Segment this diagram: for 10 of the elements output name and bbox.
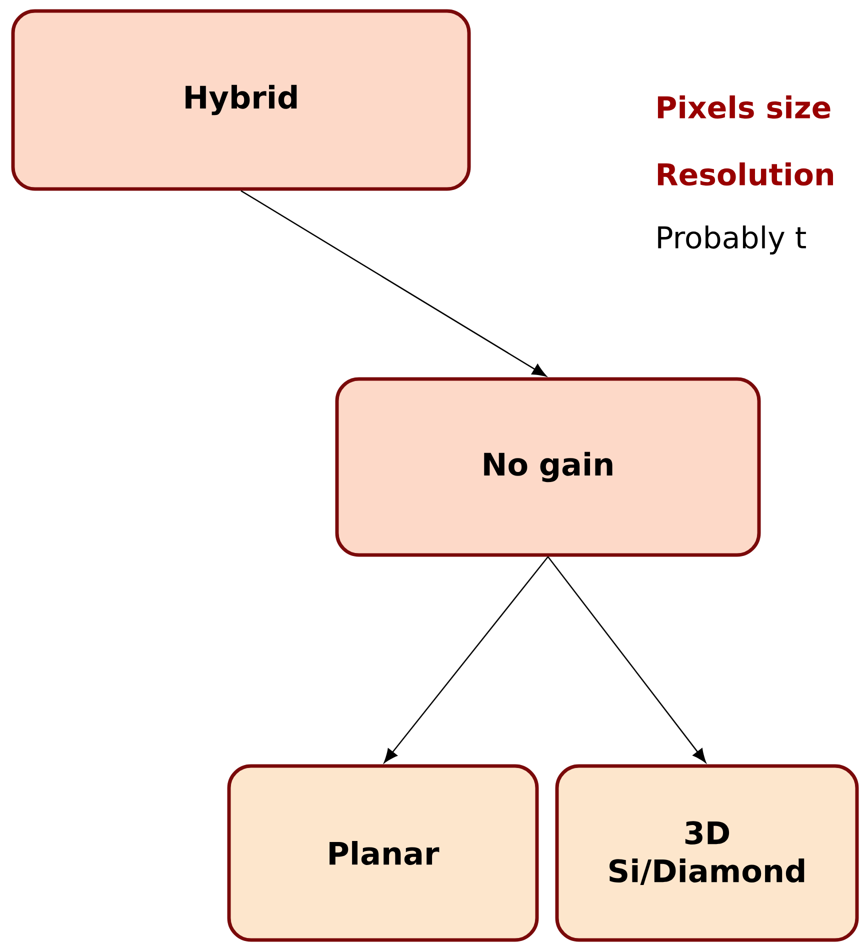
process-box: Hybrid xyxy=(11,9,471,191)
process-box: No gain xyxy=(335,377,761,557)
arrow xyxy=(240,190,547,377)
process-box: Planar xyxy=(227,764,539,942)
note-text: Pixels size xyxy=(658,95,830,119)
process-box: 3D Si/Diamond xyxy=(555,764,859,942)
arrow xyxy=(384,556,548,763)
arrow xyxy=(547,556,706,763)
note-text: Resolution xyxy=(658,162,833,186)
note-text: Probably t xyxy=(658,226,806,255)
